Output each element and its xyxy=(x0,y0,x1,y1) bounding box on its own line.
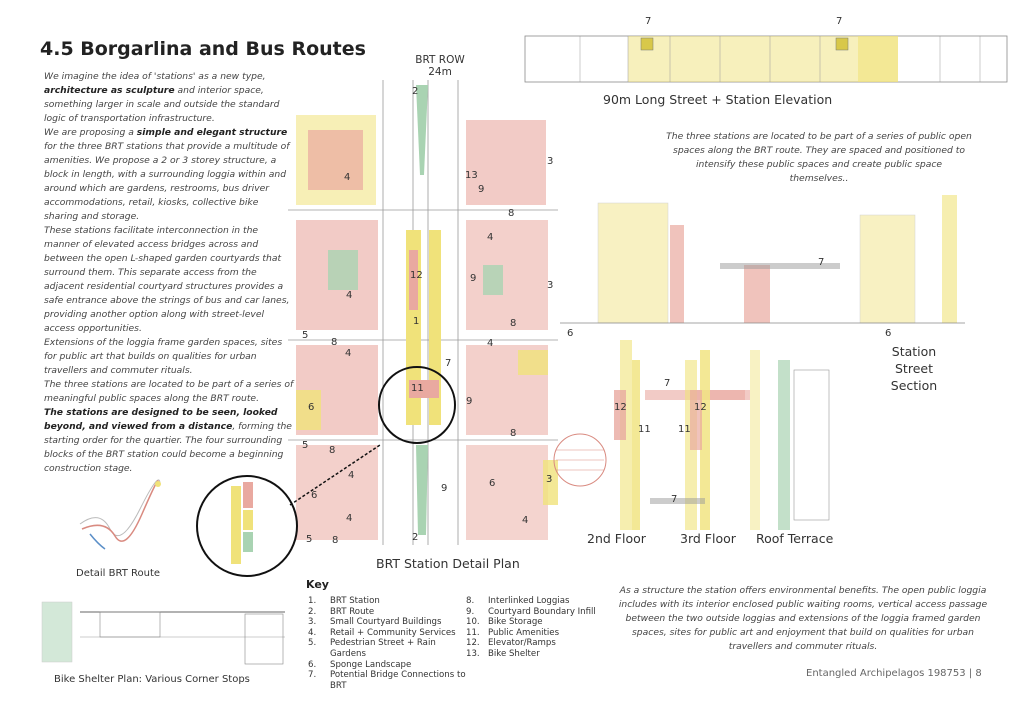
plan-number: 11 xyxy=(411,383,424,394)
intro-paragraph-2: We are proposing a simple and elegant st… xyxy=(44,127,290,222)
floor-marker: 11 xyxy=(678,424,691,435)
second-floor-caption: 2nd Floor xyxy=(587,531,646,546)
floor-marker: 12 xyxy=(694,402,707,413)
intro-paragraph-1: We imagine the idea of 'stations' as a n… xyxy=(44,71,280,124)
key-item: 5.Pedestrian Street + Rain Gardens xyxy=(308,638,436,659)
plan-number: 12 xyxy=(410,270,423,281)
detail-zoom-circle xyxy=(196,475,298,577)
intro-paragraph-6: The stations are designed to be seen, lo… xyxy=(44,407,292,474)
section-marker: 6 xyxy=(567,328,574,339)
key-item: 11.Public Amenities xyxy=(466,627,560,638)
plan-number: 4 xyxy=(522,515,529,526)
plan-number: 6 xyxy=(311,490,318,501)
plan-number: 6 xyxy=(489,478,496,489)
plan-number: 5 xyxy=(306,534,313,545)
bike-shelter-plan-drawing xyxy=(41,601,285,665)
plan-number: 8 xyxy=(508,208,515,219)
section-marker: 6 xyxy=(885,328,892,339)
detail-brt-route-map xyxy=(79,479,161,550)
plan-number: 1 xyxy=(413,316,420,327)
elevation-marker: 7 xyxy=(836,16,843,27)
plan-number: 3 xyxy=(547,156,554,167)
detail-brt-route-caption: Detail BRT Route xyxy=(76,568,161,579)
page-footer: Entangled Archipelagos 198753 | 8 xyxy=(806,668,982,679)
elevation-drawing xyxy=(524,35,1008,83)
plan-number: 8 xyxy=(510,428,517,439)
plan-number: 4 xyxy=(487,338,494,349)
plan-number: 2 xyxy=(412,532,419,543)
elevation-marker: 7 xyxy=(645,16,652,27)
key-item: 10.Bike Storage xyxy=(466,617,543,628)
plan-zoom-circle xyxy=(378,366,456,444)
roof-terrace-caption: Roof Terrace xyxy=(756,531,834,546)
page-title: 4.5 Borgarlina and Bus Routes xyxy=(40,38,366,60)
floor-marker: 11 xyxy=(638,424,651,435)
intro-paragraph-4: Extensions of the loggia frame garden sp… xyxy=(44,337,283,376)
floor-marker: 7 xyxy=(671,494,678,505)
brt-station-plan-drawing xyxy=(288,80,558,545)
key-list-column-1: 1.BRT Station 2.BRT Route 3.Small Courty… xyxy=(308,596,468,691)
floor-plans-drawing xyxy=(553,340,830,530)
plan-number: 9 xyxy=(470,273,477,284)
key-item: 12.Elevator/Ramps xyxy=(466,638,556,649)
key-item: 3.Small Courtyard Buildings xyxy=(308,617,442,628)
key-item: 4.Retail + Community Services xyxy=(308,627,456,638)
intro-paragraph-3: These stations facilitate interconnectio… xyxy=(44,225,290,334)
plan-number: 4 xyxy=(346,513,353,524)
key-item: 8.Interlinked Loggias xyxy=(466,596,570,606)
station-street-section-caption: Station Street Section xyxy=(890,344,938,393)
section-marker: 7 xyxy=(818,257,825,268)
plan-number: 8 xyxy=(331,337,338,348)
key-item: 1.BRT Station xyxy=(308,596,380,606)
third-floor-caption: 3rd Floor xyxy=(680,531,736,546)
floor-marker: 7 xyxy=(664,378,671,389)
plan-number: 6 xyxy=(308,402,315,413)
plan-blocks xyxy=(296,115,558,540)
plan-number: 7 xyxy=(445,358,452,369)
brt-station-plan-caption: BRT Station Detail Plan xyxy=(376,556,520,571)
plan-number: 4 xyxy=(487,232,494,243)
key-title: Key xyxy=(306,578,329,591)
plan-station-core xyxy=(406,230,441,425)
plan-number: 2 xyxy=(412,86,419,97)
plan-number: 3 xyxy=(547,280,554,291)
key-item: 6.Sponge Landscape xyxy=(308,659,412,670)
plan-green-median xyxy=(416,85,428,535)
plan-number: 5 xyxy=(302,440,309,451)
station-street-section-drawing xyxy=(560,195,965,324)
key-item: 2.BRT Route xyxy=(308,606,375,617)
plan-number: 4 xyxy=(344,172,351,183)
detail-leader-line xyxy=(289,444,381,506)
plan-number: 9 xyxy=(478,184,485,195)
plan-number: 9 xyxy=(441,483,448,494)
intro-text: We imagine the idea of 'stations' as a n… xyxy=(44,70,294,476)
bike-shelter-caption: Bike Shelter Plan: Various Corner Stops xyxy=(54,674,250,685)
plan-number: 3 xyxy=(546,474,553,485)
key-item: 9.Courtyard Boundary Infill xyxy=(466,606,596,617)
intro-paragraph-5: The three stations are located to be par… xyxy=(44,379,294,404)
plan-number: 4 xyxy=(345,348,352,359)
environmental-benefits-note: As a structure the station offers enviro… xyxy=(618,585,988,652)
plan-number: 8 xyxy=(329,445,336,456)
plan-number: 4 xyxy=(348,470,355,481)
plan-number: 8 xyxy=(510,318,517,329)
key-item: 7.Potential Bridge Connections to BRT xyxy=(308,670,466,691)
floor-marker: 12 xyxy=(614,402,627,413)
plan-number: 9 xyxy=(466,396,473,407)
key-list-column-2: 8.Interlinked Loggias 9.Courtyard Bounda… xyxy=(466,596,606,660)
plan-number: 4 xyxy=(346,290,353,301)
plan-number: 5 xyxy=(302,330,309,341)
plan-number: 13 xyxy=(465,170,478,181)
key-item: 13.Bike Shelter xyxy=(466,648,540,659)
station-spacing-note: The three stations are located to be par… xyxy=(666,131,972,184)
plan-number: 8 xyxy=(332,535,339,546)
elevation-caption: 90m Long Street + Station Elevation xyxy=(603,92,833,107)
brt-row-label: BRT ROW 24m xyxy=(415,54,465,78)
